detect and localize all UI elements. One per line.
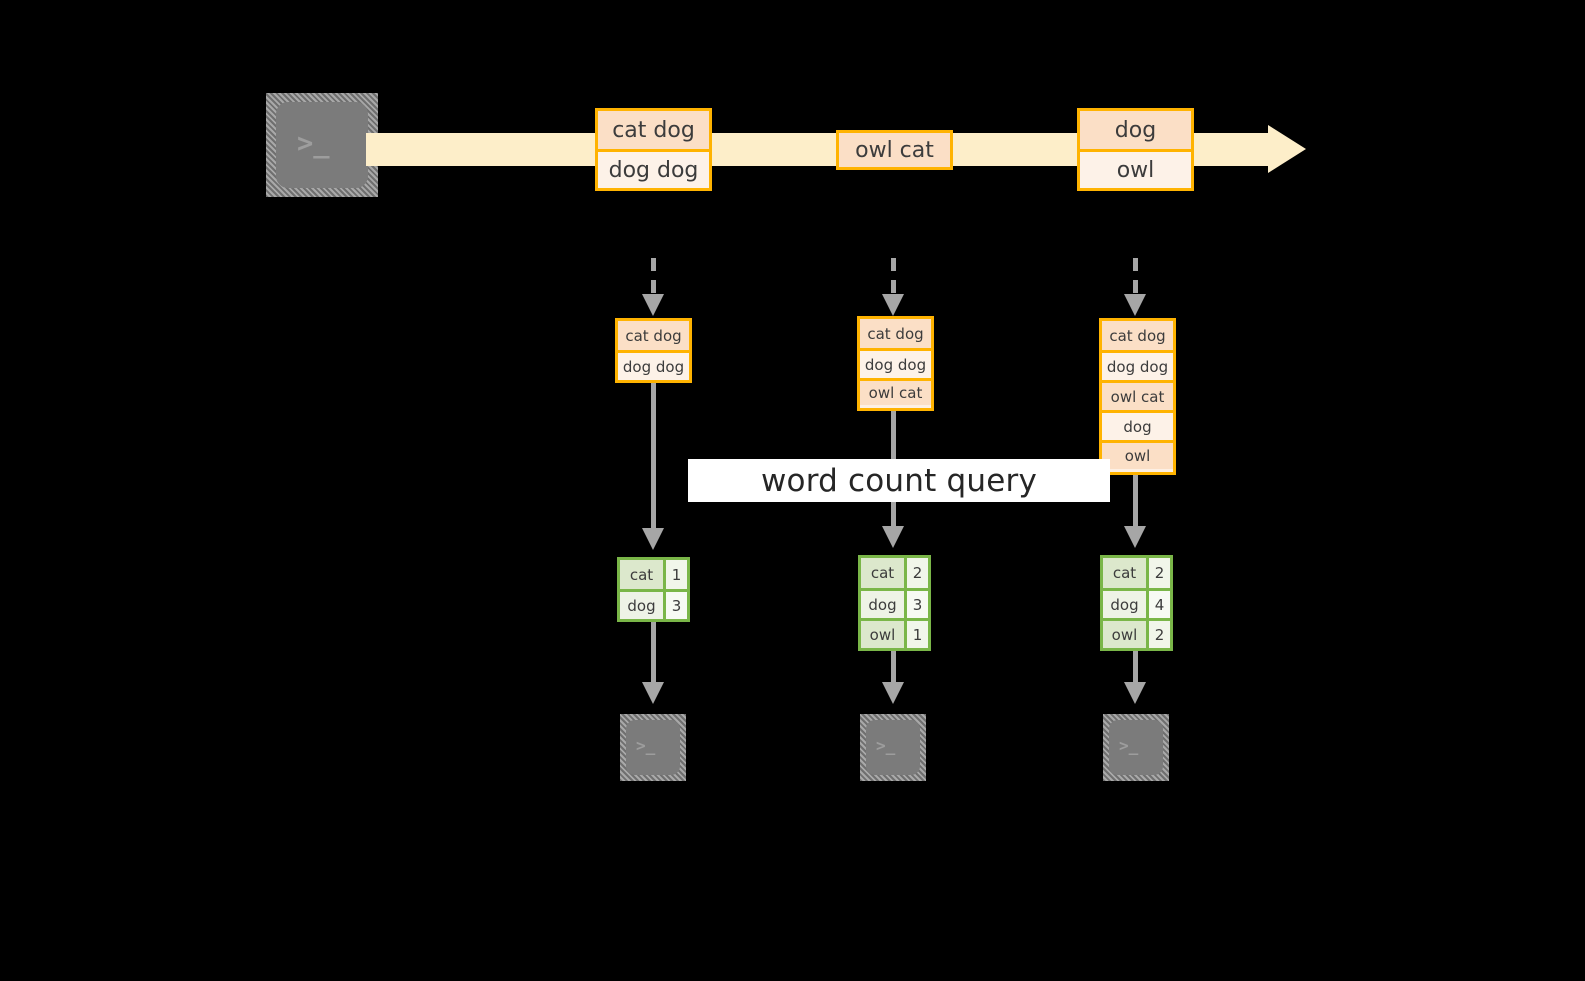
terminal-body <box>626 720 680 775</box>
snapshot-2-tap-line <box>891 258 896 296</box>
stream-message-line: cat dog <box>598 111 709 149</box>
stream-arrow-right-icon <box>1268 125 1306 173</box>
result-row: owl 2 <box>1103 618 1170 648</box>
stream-message-2[interactable]: owl cat <box>836 130 953 170</box>
result-word: owl <box>861 621 904 648</box>
stream-message-line: owl cat <box>839 133 950 167</box>
snapshot-3-result-table[interactable]: cat 2 dog 4 owl 2 <box>1100 555 1173 651</box>
snapshot-input-line: owl <box>1102 440 1173 469</box>
terminal-prompt-glyph: >_ <box>636 736 656 755</box>
result-count: 4 <box>1145 591 1170 618</box>
snapshot-input-line: cat dog <box>1102 321 1173 350</box>
terminal-body <box>866 720 920 775</box>
snapshot-input-line: owl cat <box>1102 380 1173 410</box>
snapshot-3-sink-terminal-icon[interactable]: >_ <box>1103 714 1169 781</box>
stream-message-line: dog <box>1080 111 1191 149</box>
snapshot-1-sink-terminal-icon[interactable]: >_ <box>620 714 686 781</box>
result-row: cat 2 <box>861 558 928 588</box>
snapshot-2-result-table[interactable]: cat 2 dog 3 owl 1 <box>858 555 931 651</box>
terminal-prompt-glyph: >_ <box>297 128 330 159</box>
stream-message-1[interactable]: cat dog dog dog <box>595 108 712 191</box>
result-word: cat <box>861 558 904 588</box>
snapshot-3-sink-arrowhead <box>1124 682 1146 704</box>
result-row: owl 1 <box>861 618 928 648</box>
snapshot-3-query-line <box>1133 475 1138 529</box>
stream-message-line: owl <box>1080 149 1191 188</box>
result-count: 2 <box>1145 621 1170 648</box>
result-count: 3 <box>903 591 928 618</box>
result-word: dog <box>620 592 663 619</box>
result-count: 2 <box>1145 558 1170 588</box>
source-terminal-icon[interactable]: >_ <box>266 93 378 197</box>
snapshot-2-sink-terminal-icon[interactable]: >_ <box>860 714 926 781</box>
result-word: dog <box>1103 591 1146 618</box>
snapshot-2-query-arrowhead <box>882 526 904 548</box>
snapshot-3-query-arrowhead <box>1124 526 1146 548</box>
result-row: dog 4 <box>1103 588 1170 618</box>
result-count: 2 <box>903 558 928 588</box>
snapshot-input-line: dog <box>1102 410 1173 440</box>
stream-message-line: dog dog <box>598 149 709 188</box>
snapshot-1-tap-line <box>651 258 656 296</box>
snapshot-input-line: dog dog <box>618 350 689 380</box>
result-word: owl <box>1103 621 1146 648</box>
result-word: dog <box>861 591 904 618</box>
terminal-prompt-glyph: >_ <box>876 736 896 755</box>
snapshot-2-tap-arrowhead <box>882 294 904 316</box>
result-word: cat <box>1103 558 1146 588</box>
query-label: word count query <box>688 459 1110 502</box>
snapshot-1-query-arrowhead <box>642 528 664 550</box>
snapshot-2-input-box[interactable]: cat dog dog dog owl cat <box>857 316 934 411</box>
result-row: dog 3 <box>620 589 687 619</box>
snapshot-1-sink-line <box>651 622 656 684</box>
snapshot-1-result-table[interactable]: cat 1 dog 3 <box>617 557 690 622</box>
snapshot-1-input-box[interactable]: cat dog dog dog <box>615 318 692 383</box>
snapshot-3-input-box[interactable]: cat dog dog dog owl cat dog owl <box>1099 318 1176 475</box>
snapshot-1-sink-arrowhead <box>642 682 664 704</box>
snapshot-3-tap-line <box>1133 258 1138 296</box>
result-count: 1 <box>903 621 928 648</box>
snapshot-3-tap-arrowhead <box>1124 294 1146 316</box>
stream-message-3[interactable]: dog owl <box>1077 108 1194 191</box>
result-word: cat <box>620 560 663 589</box>
snapshot-1-query-line <box>651 383 656 531</box>
snapshot-2-sink-arrowhead <box>882 682 904 704</box>
snapshot-input-line: cat dog <box>618 321 689 350</box>
snapshot-input-line: dog dog <box>860 348 931 378</box>
snapshot-input-line: dog dog <box>1102 350 1173 380</box>
result-row: cat 1 <box>620 560 687 589</box>
result-row: cat 2 <box>1103 558 1170 588</box>
result-count: 3 <box>662 592 687 619</box>
terminal-prompt-glyph: >_ <box>1119 736 1139 755</box>
snapshot-input-line: owl cat <box>860 378 931 405</box>
result-row: dog 3 <box>861 588 928 618</box>
snapshot-3-sink-line <box>1133 651 1138 684</box>
terminal-body <box>276 102 368 188</box>
result-count: 1 <box>662 560 687 589</box>
snapshot-1-tap-arrowhead <box>642 294 664 316</box>
snapshot-2-sink-line <box>891 651 896 684</box>
snapshot-input-line: cat dog <box>860 319 931 348</box>
terminal-body <box>1109 720 1163 775</box>
